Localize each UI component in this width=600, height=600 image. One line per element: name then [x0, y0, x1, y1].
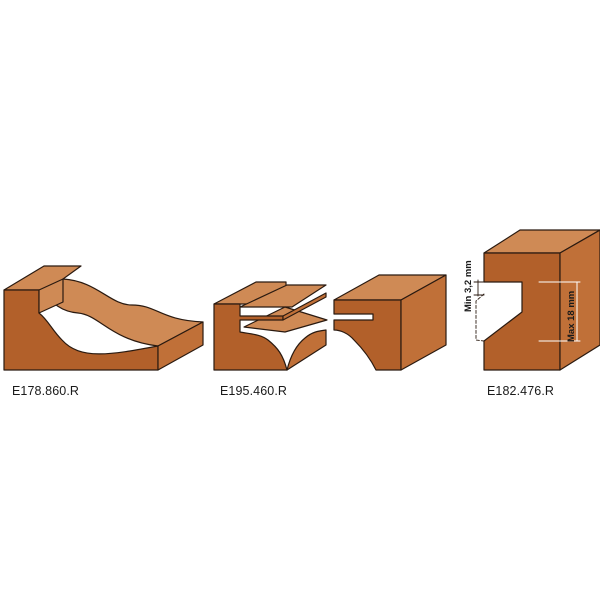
profile-2b-side-face: [400, 274, 447, 371]
profile-2a-lower-top: [243, 306, 328, 333]
profile-e195460r-right-block: [333, 274, 447, 371]
profile-e195460r-left-block: [213, 281, 328, 371]
dimension-min: [473, 279, 485, 297]
profile-e178860r-block: [3, 265, 204, 371]
profile-2a-side-face: [282, 292, 327, 371]
profile-2a-front-face: [213, 303, 288, 371]
dimension-max: [538, 281, 581, 342]
profile-2b-front-face: [333, 299, 402, 371]
dimension-min-label: Min 3,2 mm: [463, 260, 474, 312]
profile-code-label-3: E182.476.R: [487, 384, 555, 398]
profile-1-side-face: [157, 321, 204, 371]
profile-code-label-2: E195.460.R: [220, 384, 288, 398]
profile-1-ledge: [38, 278, 64, 314]
profile-e182476r-block: [473, 229, 600, 371]
profile-2a-tongue-top: [239, 284, 327, 308]
profile-3-side-face: [559, 229, 600, 371]
profile-1-front-face: [3, 289, 159, 371]
dimension-max-label: Max 18 mm: [566, 291, 577, 342]
profile-code-label-1: E178.860.R: [12, 384, 80, 398]
profile-3-front-face: [483, 252, 561, 371]
profile-3-hidden-groove: [475, 293, 485, 342]
